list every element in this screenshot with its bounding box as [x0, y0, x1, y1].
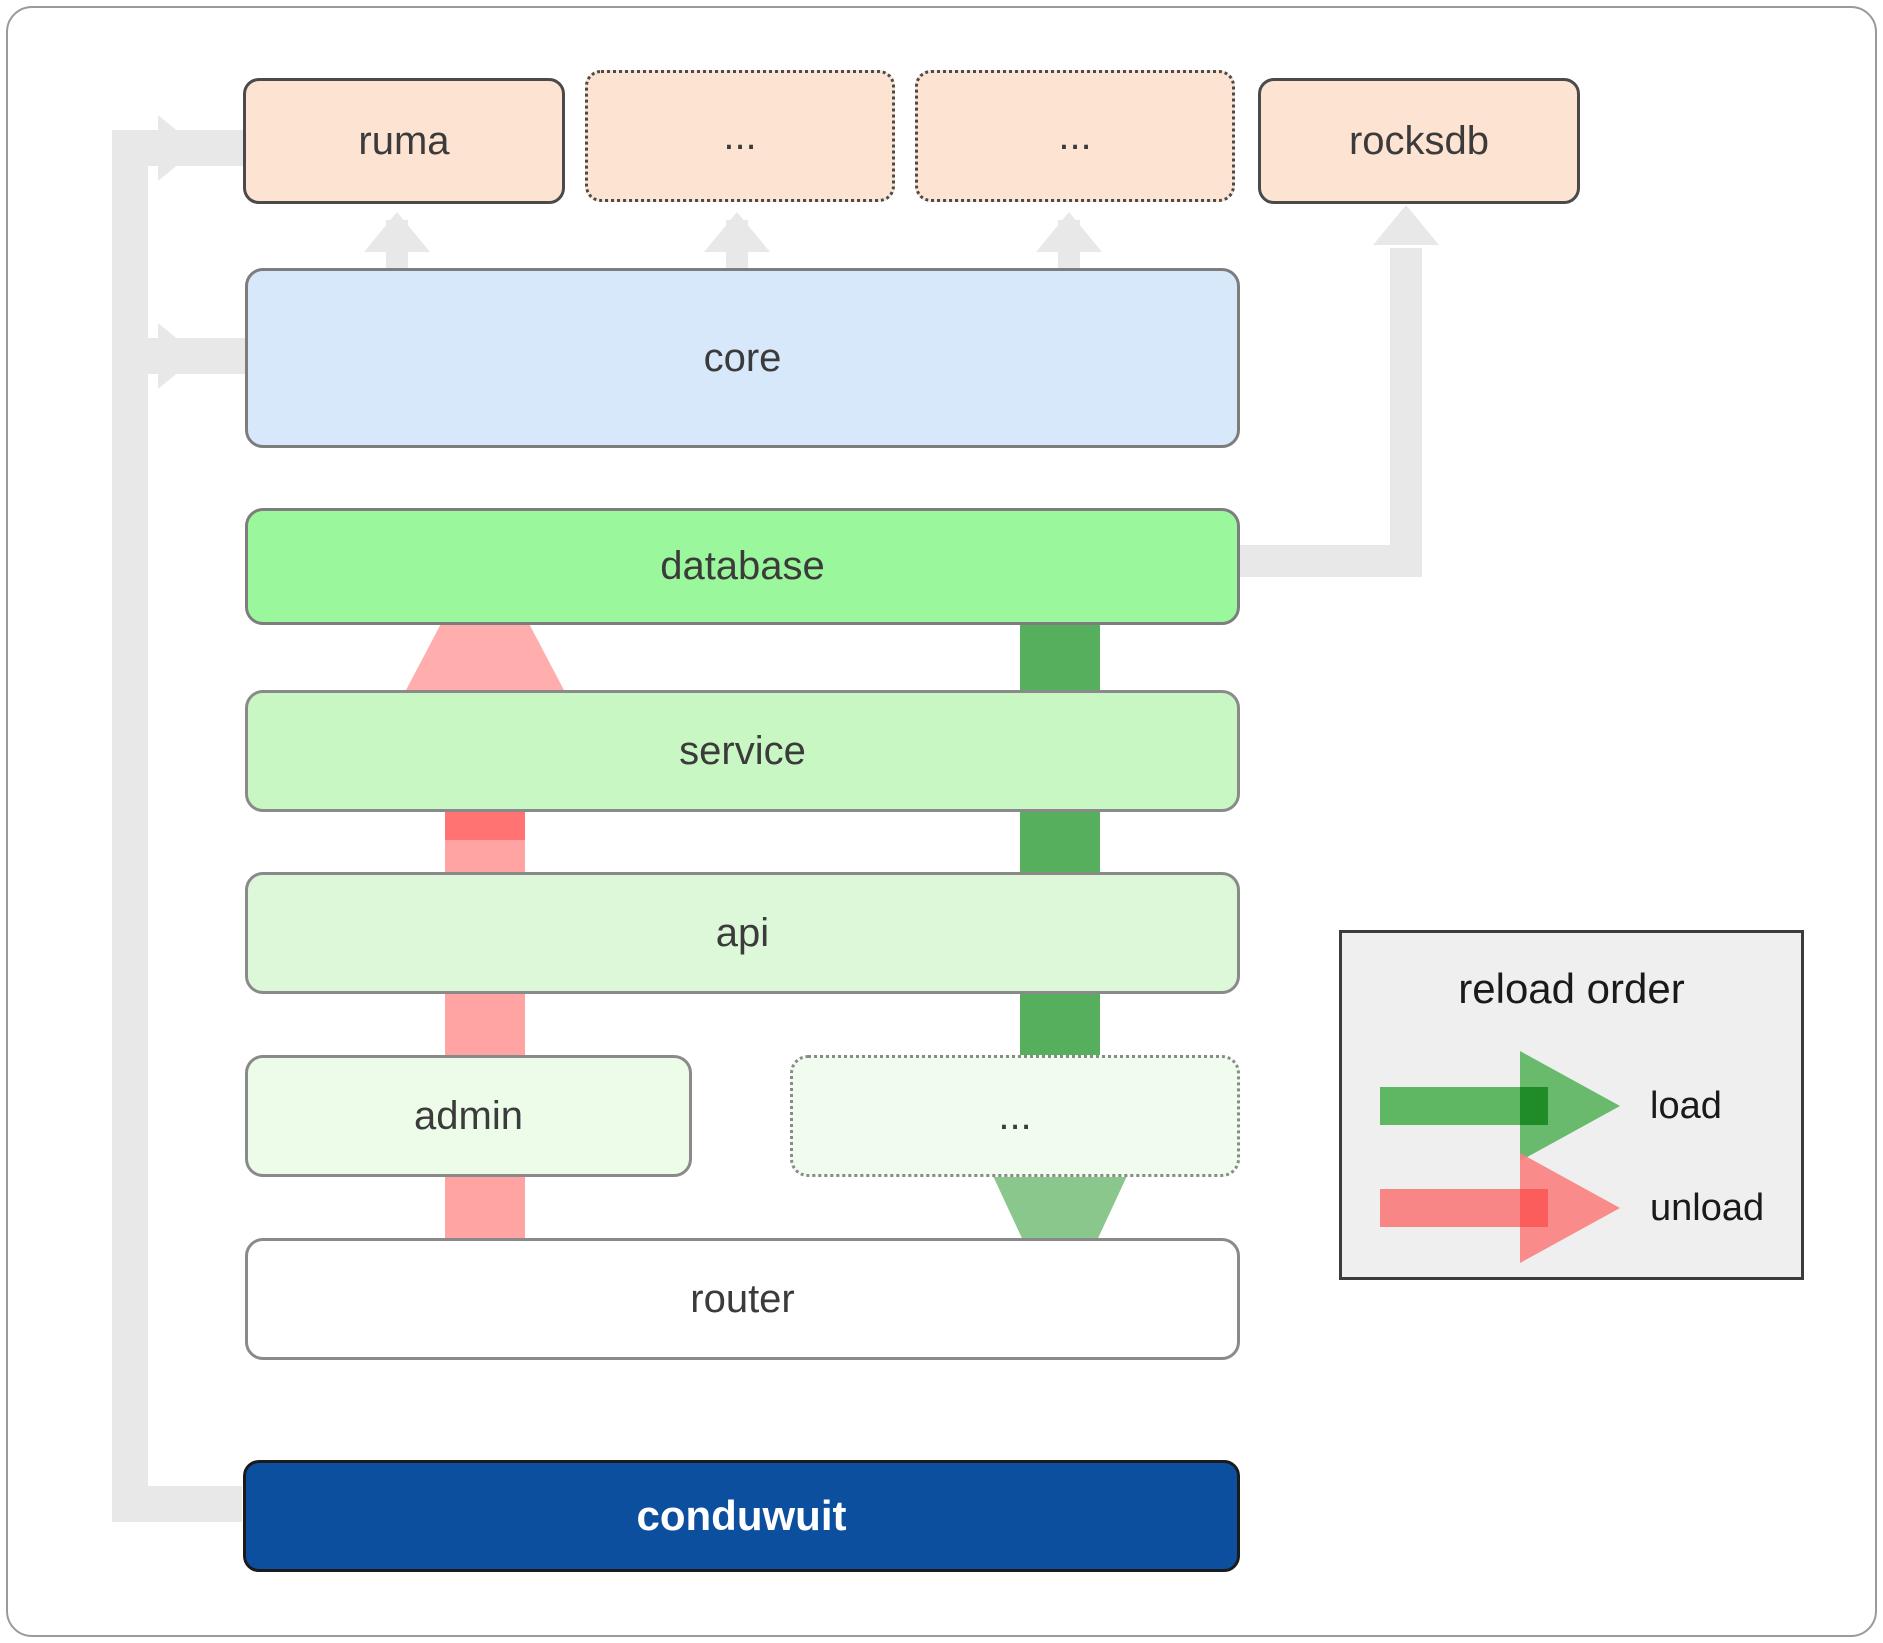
legend-load-label: load — [1650, 1085, 1722, 1127]
node-ruma[interactable]: ruma — [243, 78, 565, 204]
connector-db-to-rocksdb-arrowhead — [1373, 205, 1439, 245]
legend-unload-arrow-icon — [1380, 1153, 1620, 1263]
connector-to-core-arrowhead — [158, 323, 198, 389]
connector-core-to-dots2-arrowhead — [1036, 212, 1102, 252]
connector-to-ruma-arrowhead — [158, 115, 198, 181]
connector-db-to-rocksdb-horizontal — [1222, 545, 1422, 577]
node-router[interactable]: router — [245, 1238, 1240, 1360]
node-rocksdb[interactable]: rocksdb — [1258, 78, 1580, 204]
connector-core-to-dots1-arrowhead — [704, 212, 770, 252]
connector-core-to-ruma-arrowhead — [364, 212, 430, 252]
node-api[interactable]: api — [245, 872, 1240, 994]
legend-title: reload order — [1458, 965, 1685, 1012]
node-service[interactable]: service — [245, 690, 1240, 812]
node-layer-dots[interactable]: ... — [790, 1055, 1240, 1177]
legend-panel: reload order load unload — [1339, 930, 1804, 1280]
connector-db-to-rocksdb-vertical — [1390, 248, 1422, 548]
node-dep-dots-2[interactable]: ... — [915, 70, 1235, 202]
node-conduwuit[interactable]: conduwuit — [243, 1460, 1240, 1572]
legend-unload-label: unload — [1650, 1187, 1765, 1229]
node-database[interactable]: database — [245, 508, 1240, 625]
node-dep-dots-1[interactable]: ... — [585, 70, 895, 202]
diagram-frame — [6, 6, 1877, 1637]
node-core[interactable]: core — [245, 268, 1240, 448]
connector-conduwuit-stub — [112, 1486, 242, 1522]
legend-load-arrow-icon — [1380, 1051, 1620, 1161]
node-admin[interactable]: admin — [245, 1055, 692, 1177]
